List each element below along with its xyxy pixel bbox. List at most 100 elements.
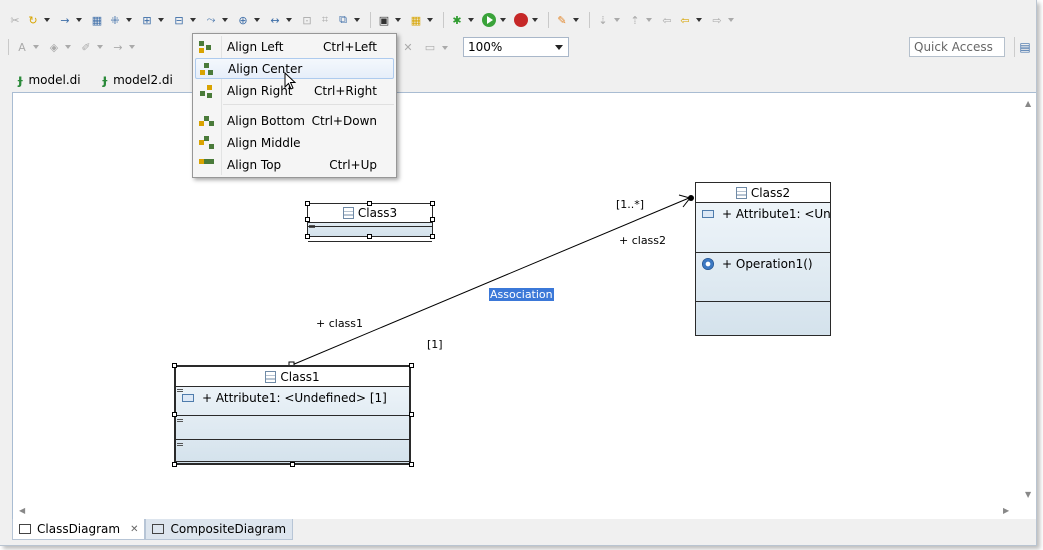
align-icon[interactable]: ⊟ [174, 13, 184, 27]
end1-multiplicity-label[interactable]: [1] [427, 338, 443, 351]
resize-handle[interactable] [409, 462, 414, 467]
scroll-down-icon[interactable]: ▼ [1025, 490, 1032, 499]
class1-node[interactable]: Class1 + Attribute1: <Undefined> [1] [174, 365, 411, 465]
class1-attribute[interactable]: + Attribute1: <Undefined> [1] [202, 391, 387, 405]
dropdown-arrow-icon[interactable] [254, 18, 260, 22]
scroll-right-icon[interactable]: ▶ [1003, 506, 1010, 515]
arrange-icon[interactable]: ⊞ [142, 13, 152, 27]
route-icon[interactable]: ⤳ [206, 13, 216, 26]
scroll-up-icon[interactable]: ▲ [1025, 99, 1032, 108]
horizontal-scrollbar[interactable]: ◀ ▶ [13, 502, 1020, 519]
menu-item-align-left[interactable]: Align Left Ctrl+Left [195, 36, 394, 57]
resize-handle[interactable] [290, 462, 295, 467]
resize-handle[interactable] [367, 234, 372, 239]
table-icon[interactable]: ▦ [410, 13, 422, 27]
menu-item-align-middle[interactable]: Align Middle [195, 132, 394, 153]
menu-item-align-top[interactable]: Align Top Ctrl+Up [195, 154, 394, 175]
back-icon[interactable]: ⇦ [680, 13, 690, 27]
dropdown-arrow-icon[interactable] [126, 18, 132, 22]
dropdown-arrow-icon[interactable] [427, 18, 433, 22]
open-perspective-icon[interactable]: ▤ [1014, 37, 1035, 57]
tab-class-diagram[interactable]: ClassDiagram ✕ [12, 519, 146, 540]
router-icon[interactable]: ✕ [403, 40, 413, 54]
dropdown-arrow-icon[interactable] [222, 18, 228, 22]
dropdown-arrow-icon[interactable] [614, 18, 620, 22]
grid-icon[interactable]: ⌗ [321, 13, 329, 26]
class2-operation[interactable]: + Operation1() [722, 257, 813, 271]
dropdown-arrow-icon[interactable] [65, 45, 71, 49]
resize-handle[interactable] [305, 217, 310, 222]
connector-icon[interactable]: → [60, 13, 70, 27]
fill-color-icon[interactable]: ◈ [49, 40, 59, 54]
resize-handle[interactable] [172, 462, 177, 467]
run-icon[interactable] [482, 13, 496, 27]
line-style-icon[interactable]: → [113, 40, 123, 54]
menu-item-align-bottom[interactable]: Align Bottom Ctrl+Down [195, 110, 394, 131]
prev-annotation-icon[interactable]: ⇡ [630, 13, 640, 27]
end2-role-label[interactable]: + class2 [619, 234, 667, 247]
end1-role-label[interactable]: + class1 [316, 317, 364, 330]
compartment-toggle[interactable] [177, 443, 183, 446]
distribute-icon[interactable]: ⊕ [238, 13, 248, 27]
dropdown-arrow-icon[interactable] [354, 18, 360, 22]
bug-icon[interactable]: ✱ [452, 13, 462, 27]
dropdown-arrow-icon[interactable] [468, 18, 474, 22]
resize-handle[interactable] [172, 412, 177, 417]
end2-multiplicity-label[interactable]: [1..*] [616, 198, 645, 211]
close-icon[interactable]: ✕ [130, 523, 139, 535]
dropdown-arrow-icon[interactable] [76, 18, 82, 22]
resize-handle[interactable] [409, 363, 414, 368]
pencil-icon[interactable]: ✎ [557, 13, 567, 27]
dropdown-arrow-icon[interactable] [500, 18, 506, 22]
new-diagram-icon[interactable]: ▣ [378, 13, 390, 27]
menu-item-align-right[interactable]: Align Right Ctrl+Right [195, 80, 394, 101]
class3-name[interactable]: Class3 [357, 206, 398, 220]
font-color-icon[interactable]: A [18, 40, 26, 54]
dropdown-arrow-icon[interactable] [728, 18, 734, 22]
resize-handle[interactable] [172, 363, 177, 368]
association-name-label[interactable]: Association [489, 288, 554, 301]
compartment-toggle[interactable] [177, 389, 183, 392]
scroll-left-icon[interactable]: ◀ [19, 506, 26, 515]
snap-icon[interactable]: ⊡ [302, 13, 312, 27]
next-annotation-icon[interactable]: ⇣ [598, 13, 608, 27]
file-tab[interactable]: ɟ model2.di [97, 69, 181, 91]
resize-handle[interactable] [367, 201, 372, 206]
file-tab[interactable]: ɟ model.di [12, 69, 89, 91]
forward-icon[interactable]: ⇨ [712, 13, 722, 27]
diagram-canvas[interactable]: + class1 [1] [1..*] + class2 Association… [12, 92, 1036, 519]
dropdown-arrow-icon[interactable] [286, 18, 292, 22]
dropdown-arrow-icon[interactable] [97, 45, 103, 49]
compartment-toggle[interactable] [177, 419, 183, 422]
dropdown-arrow-icon[interactable] [696, 18, 702, 22]
resize-handle[interactable] [430, 234, 435, 239]
resize-handle[interactable] [430, 217, 435, 222]
debug-icon[interactable] [514, 13, 528, 27]
association-line[interactable] [291, 197, 690, 366]
last-edit-icon[interactable]: ⇦ [662, 13, 672, 27]
cut-icon[interactable]: ✂ [10, 13, 20, 27]
dropdown-arrow-icon[interactable] [395, 18, 401, 22]
dropdown-arrow-icon[interactable] [646, 18, 652, 22]
compartment-icon[interactable]: ▭ [424, 40, 436, 54]
group-icon[interactable]: ⧉ [339, 13, 347, 26]
align-dropdown-arrow-icon[interactable] [190, 18, 196, 22]
zoom-dropdown-icon[interactable] [555, 45, 563, 50]
class2-name[interactable]: Class2 [750, 185, 791, 200]
layout-icon[interactable]: ▦ [91, 13, 103, 27]
class2-attribute[interactable]: + Attribute1: <Un... [722, 207, 830, 221]
dropdown-arrow-icon[interactable] [129, 45, 135, 49]
dropdown-arrow-icon[interactable] [442, 46, 448, 50]
class3-node[interactable]: Class3 [307, 203, 433, 242]
dropdown-arrow-icon[interactable] [573, 18, 579, 22]
class2-node[interactable]: Class2 + Attribute1: <Un... + Operation1… [695, 182, 831, 336]
tab-composite-diagram[interactable]: CompositeDiagram [145, 519, 294, 540]
refresh-icon[interactable]: ↻ [28, 13, 38, 27]
dropdown-arrow-icon[interactable] [33, 45, 39, 49]
class1-name[interactable]: Class1 [280, 369, 320, 384]
resize-handle[interactable] [409, 412, 414, 417]
resize-icon[interactable]: ↔ [270, 13, 280, 27]
resize-handle[interactable] [305, 201, 310, 206]
dropdown-arrow-icon[interactable] [44, 18, 50, 22]
compartment-toggle[interactable] [309, 225, 315, 228]
